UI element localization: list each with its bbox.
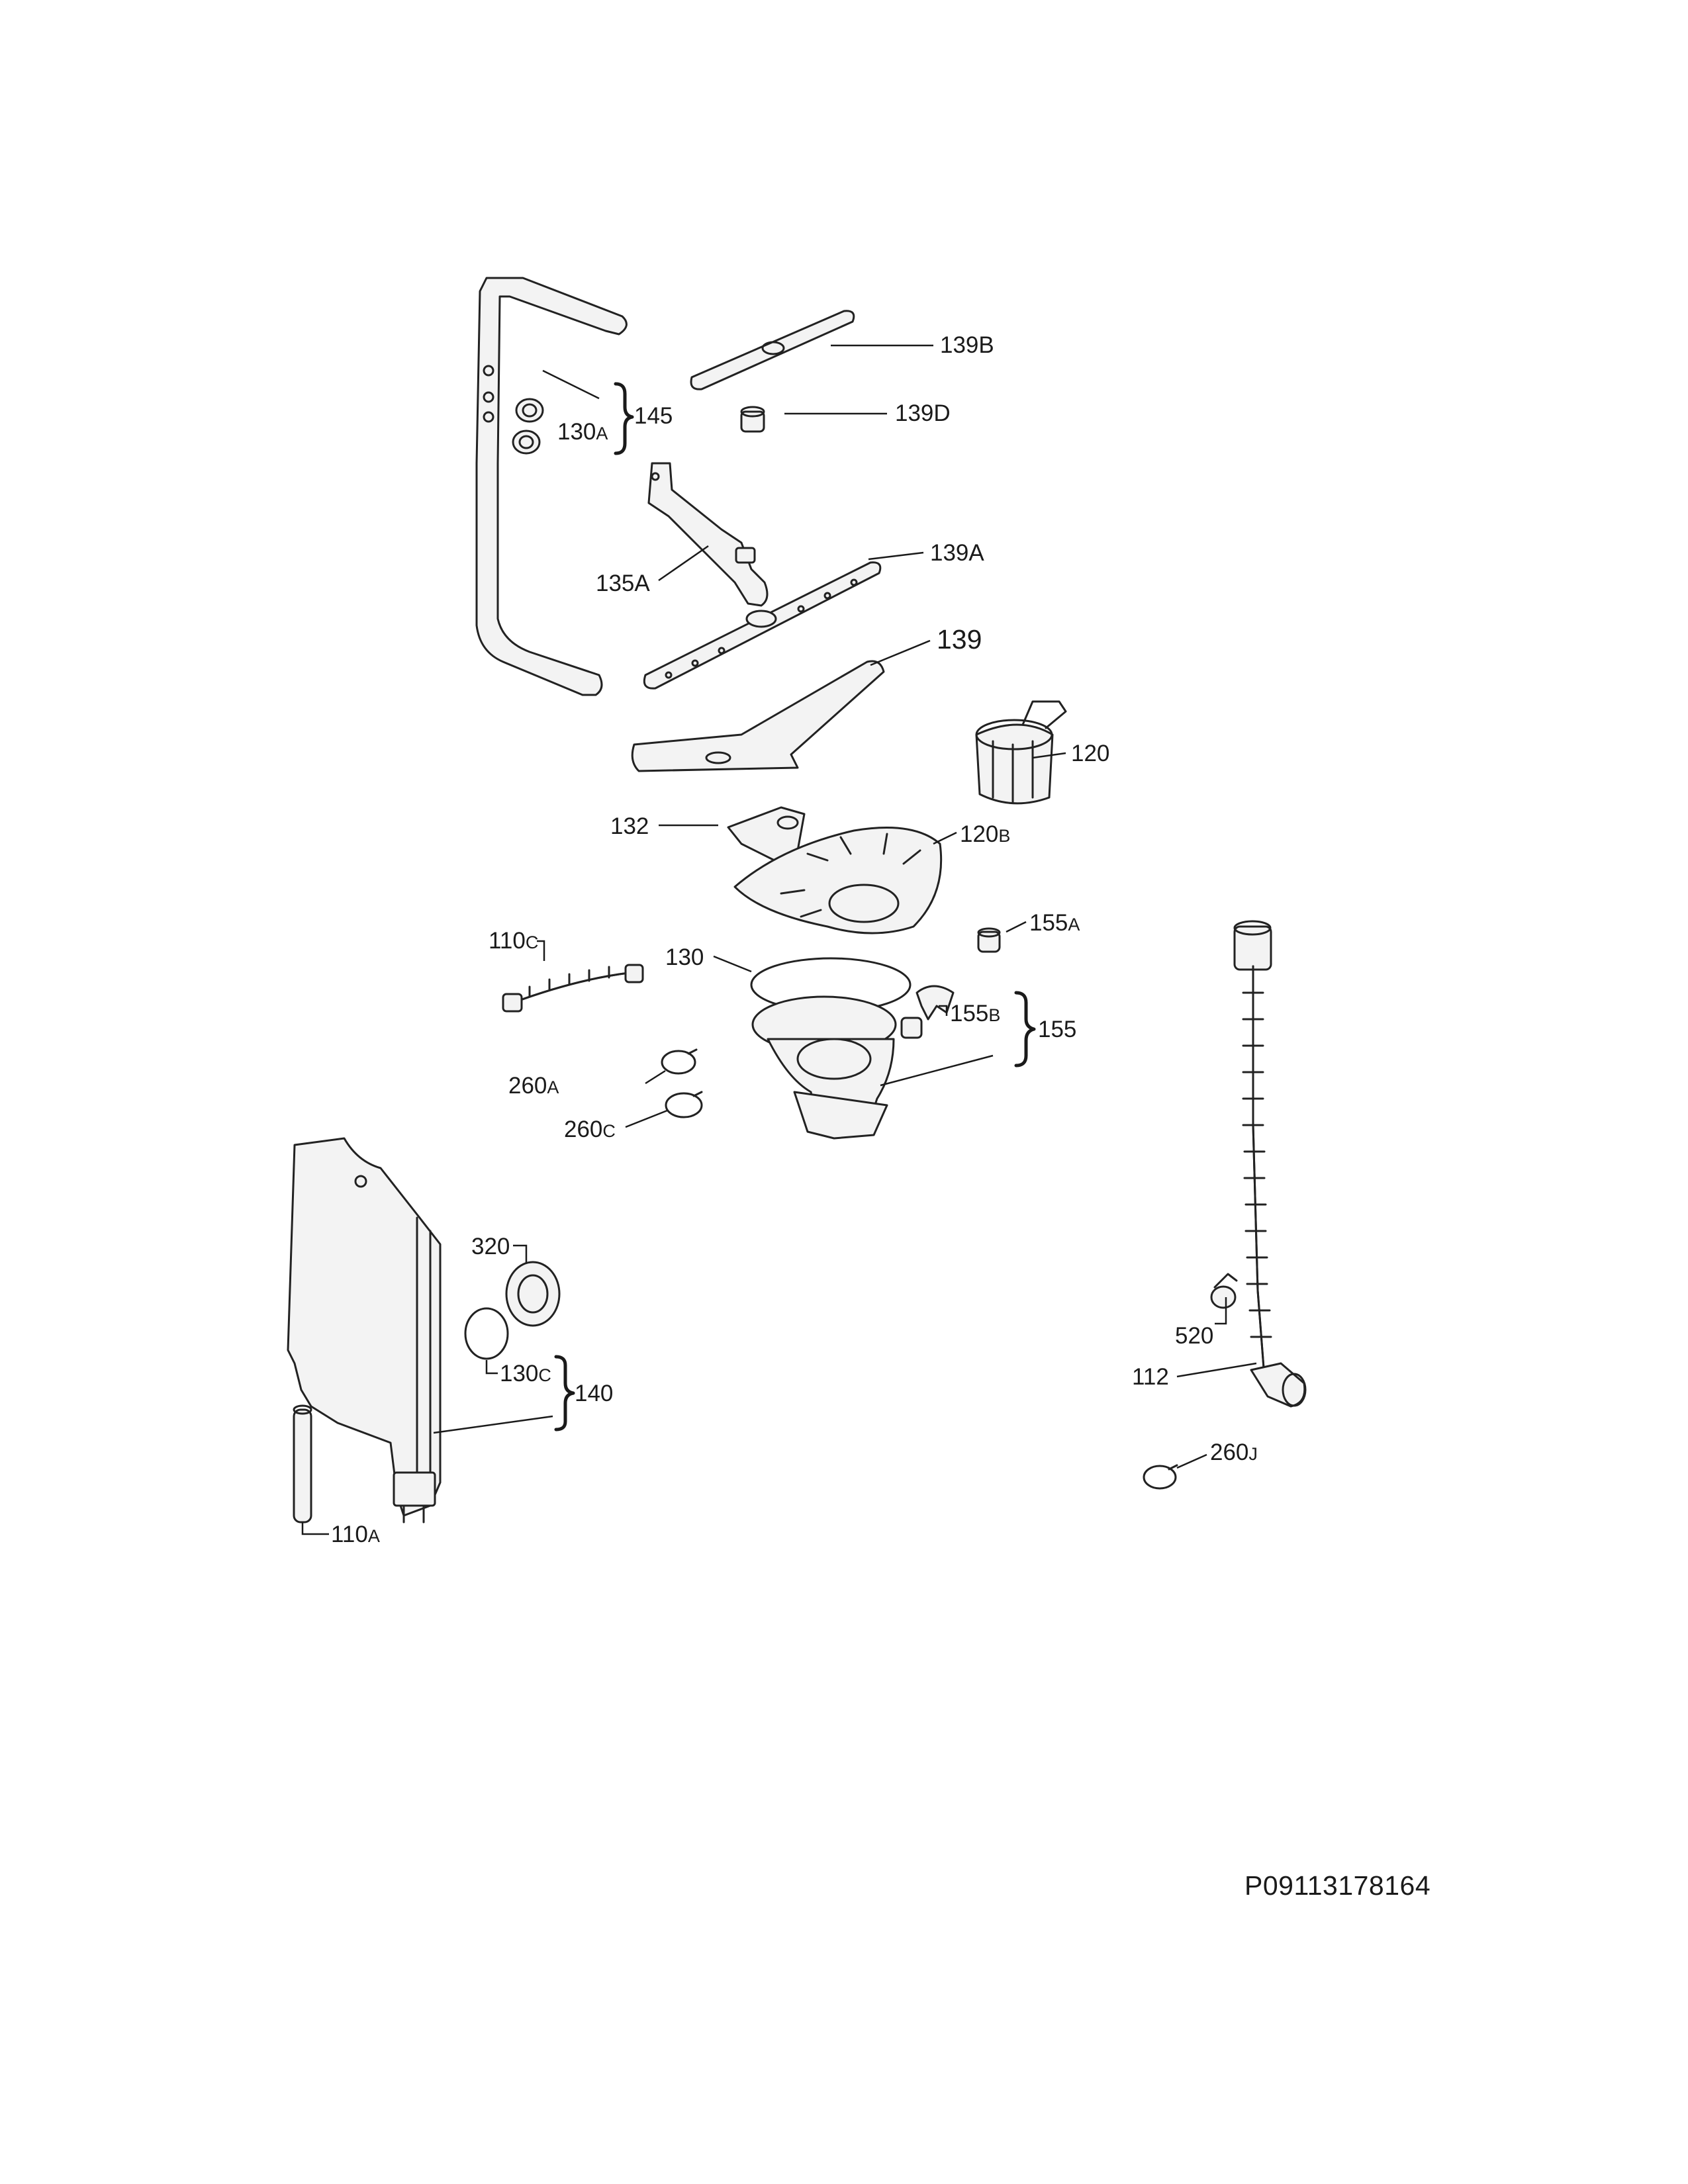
label-130c: 130C	[500, 1361, 551, 1387]
label-120b: 120B	[960, 821, 1010, 847]
label-155b: 155B	[950, 1001, 1000, 1026]
spray-holes	[665, 578, 858, 679]
tube-110a	[293, 1404, 312, 1524]
brace-140	[554, 1355, 575, 1432]
filter-plate-120b	[733, 827, 943, 934]
label-139a: 139A	[930, 540, 984, 566]
label-139: 139	[937, 624, 982, 655]
hose-clamp-260a	[661, 1048, 698, 1075]
label-130a: 130A	[557, 419, 608, 445]
spray-arm-support-135a	[647, 462, 769, 607]
document-code: P09113178164	[1244, 1870, 1431, 1901]
leader-lines	[301, 344, 1257, 1535]
label-130: 130	[665, 944, 704, 970]
label-139d: 139D	[895, 400, 951, 426]
middle-spray-arm-139a	[643, 561, 882, 690]
label-520: 520	[1175, 1323, 1213, 1349]
label-320: 320	[471, 1234, 510, 1259]
braces	[554, 382, 1036, 1432]
label-260a: 260A	[508, 1073, 559, 1099]
lower-spray-arm-139	[631, 660, 885, 772]
label-260c: 260C	[564, 1116, 616, 1142]
label-112: 112	[1132, 1364, 1169, 1390]
water-duct-140	[287, 1137, 442, 1524]
supply-pipe-145	[475, 277, 628, 696]
drain-hose-112	[1233, 920, 1307, 1408]
brace-155	[1014, 991, 1036, 1068]
label-155a: 155A	[1029, 910, 1080, 936]
hose-clamp-260j	[1143, 1464, 1178, 1490]
label-110a: 110A	[331, 1522, 380, 1547]
filter-120	[975, 700, 1067, 805]
o-ring-130c	[464, 1307, 509, 1360]
seal-130a	[512, 398, 544, 455]
nut-139d	[740, 406, 765, 433]
label-135a: 135A	[596, 570, 650, 596]
clip-520	[1210, 1273, 1238, 1309]
corrugated-hose-110c	[502, 964, 644, 1013]
label-140: 140	[575, 1381, 613, 1406]
upper-spray-arm-139b	[690, 310, 855, 390]
label-110c: 110C	[489, 928, 538, 954]
label-132: 132	[610, 813, 649, 839]
label-260j: 260J	[1210, 1439, 1258, 1465]
label-155: 155	[1038, 1017, 1076, 1042]
sump-155	[751, 995, 923, 1140]
label-120: 120	[1071, 741, 1109, 766]
brace-145	[614, 382, 634, 455]
ring-320	[505, 1261, 561, 1327]
label-139b: 139B	[940, 332, 994, 358]
coupling-155a	[977, 927, 1001, 953]
clip-155b	[915, 985, 955, 1021]
part-labels: 139B 139D 145 130A 135A 139A 139 120 132…	[331, 332, 1258, 1547]
hose-clamp-260c	[665, 1091, 703, 1118]
label-145: 145	[634, 403, 673, 429]
